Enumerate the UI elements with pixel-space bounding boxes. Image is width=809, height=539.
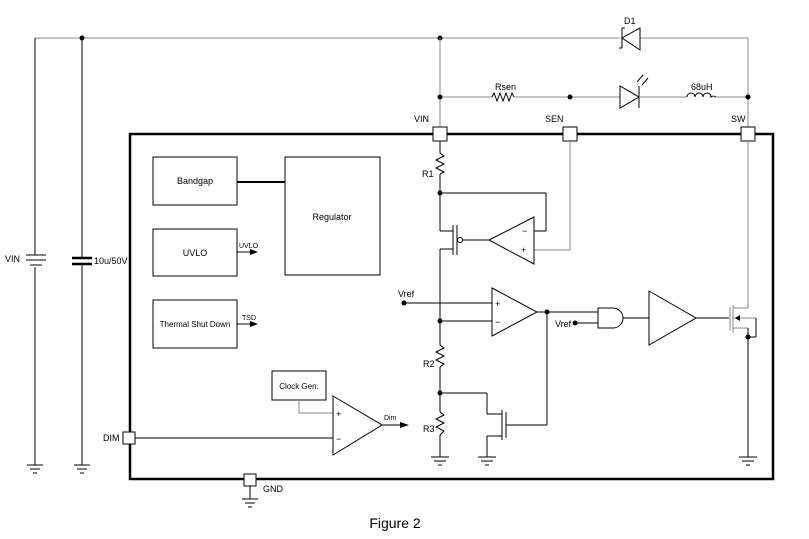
r3-label: R3 xyxy=(423,424,435,434)
opamp1-minus-sign: − xyxy=(522,226,527,236)
thermal-shutdown-label: Thermal Shut Down xyxy=(160,320,231,329)
opamp1-symbol xyxy=(487,216,535,265)
power-nmos-transistor xyxy=(729,305,757,338)
inductor-symbol xyxy=(686,92,717,99)
diode-d1-symbol xyxy=(619,27,641,51)
comparator-plus-sign: + xyxy=(336,409,341,419)
pin-dim-label: DIM xyxy=(103,433,120,443)
pin-vin xyxy=(432,126,448,142)
ground-icon xyxy=(242,498,258,508)
pin-sw-label: SW xyxy=(731,114,746,124)
and-gate-symbol xyxy=(597,307,624,329)
capacitor-label: 10u/50V xyxy=(94,256,128,266)
dim-nmos-transistor xyxy=(487,410,547,440)
pin-sw xyxy=(740,126,756,142)
battery-symbol xyxy=(26,254,46,266)
ground-icon xyxy=(431,456,449,466)
bandgap-label: Bandgap xyxy=(177,176,213,186)
r1-label: R1 xyxy=(422,169,434,179)
junction-dot xyxy=(745,334,751,340)
uvlo-block xyxy=(152,228,238,277)
diode-d1-label: D1 xyxy=(624,16,636,26)
junction-dot xyxy=(437,94,443,100)
arrow-icon xyxy=(250,249,258,255)
inductor-label: 68uH xyxy=(691,82,713,92)
uvlo-label: UVLO xyxy=(183,248,208,258)
ground-icon xyxy=(478,456,496,466)
opamp1-plus-sign: + xyxy=(521,245,526,255)
r1-resistor xyxy=(434,152,446,175)
opamp2-symbol xyxy=(491,287,539,337)
clock-gen-block xyxy=(271,370,327,401)
ground-icon xyxy=(739,456,757,466)
rsen-label: Rsen xyxy=(495,82,516,92)
clock-gen-label: Clock Gen. xyxy=(279,382,319,391)
ground-icon xyxy=(27,464,43,474)
battery-label: VIN xyxy=(5,254,20,264)
r3-resistor xyxy=(434,411,446,436)
pin-gnd xyxy=(243,473,257,487)
vref2-label: Vref xyxy=(555,319,572,329)
vref1-label: Vref xyxy=(398,289,415,299)
dim-comparator-symbol xyxy=(332,395,383,456)
comparator-minus-sign: − xyxy=(336,434,341,444)
arrow-icon xyxy=(250,321,258,327)
r2-label: R2 xyxy=(423,359,435,369)
pin-gnd-label: GND xyxy=(263,484,284,494)
arrow-icon xyxy=(400,422,409,428)
driver-buffer-symbol xyxy=(648,290,698,346)
regulator-label: Regulator xyxy=(312,212,351,222)
r2-resistor xyxy=(434,344,446,368)
rsen-resistor xyxy=(491,91,515,103)
pmos-transistor xyxy=(440,225,463,255)
dim-signal-label: Dim xyxy=(384,415,397,422)
led-symbol xyxy=(619,74,649,109)
bandgap-block xyxy=(152,156,238,206)
thermal-shutdown-block xyxy=(152,299,238,349)
ic-chip-outline xyxy=(128,132,775,481)
figure-caption: Figure 2 xyxy=(369,515,421,531)
opamp2-plus-sign: + xyxy=(495,299,500,309)
pin-sen xyxy=(562,126,578,142)
pin-sen-label: SEN xyxy=(545,114,564,124)
regulator-block xyxy=(284,156,381,276)
junction-dot xyxy=(567,94,573,100)
uvlo-signal-label: UVLO xyxy=(239,243,259,250)
junction-dot xyxy=(745,94,751,100)
pin-vin-label: VIN xyxy=(414,114,429,124)
tsd-signal-label: TSD xyxy=(242,315,256,322)
opamp2-minus-sign: − xyxy=(495,317,500,327)
pin-dim xyxy=(122,431,136,445)
ground-icon xyxy=(74,464,90,474)
capacitor-symbol xyxy=(72,256,92,266)
